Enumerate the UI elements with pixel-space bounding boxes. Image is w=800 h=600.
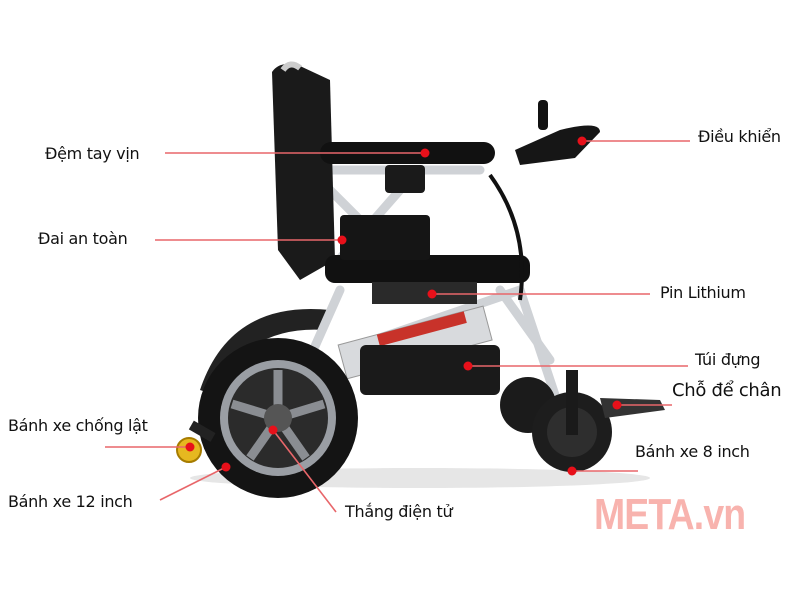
label-anti-tip-wheel: Bánh xe chống lật <box>8 416 148 435</box>
label-electromagnetic-brake: Thắng điện tử <box>345 502 453 521</box>
marker-armrest-pad <box>420 148 430 158</box>
leader-lines <box>105 140 690 513</box>
label-controller: Điều khiển <box>698 127 781 146</box>
label-armrest-pad: Đệm tay vịn <box>45 144 140 163</box>
marker-controller <box>577 136 587 146</box>
marker-anti-tip-wheel <box>185 442 195 452</box>
marker-footrest <box>612 400 622 410</box>
marker-battery <box>427 289 437 299</box>
marker-storage-bag <box>463 361 473 371</box>
label-front-wheel: Bánh xe 8 inch <box>635 442 750 461</box>
marker-rear-wheel <box>221 462 231 472</box>
label-storage-bag: Túi đựng <box>695 350 761 369</box>
watermark-logo: META.vn <box>594 490 746 539</box>
label-rear-wheel: Bánh xe 12 inch <box>8 492 133 511</box>
label-footrest: Chỗ để chân <box>672 380 782 401</box>
marker-front-wheel <box>567 466 577 476</box>
marker-brake <box>268 425 278 435</box>
leader-brake <box>272 429 337 513</box>
marker-dots <box>185 136 622 476</box>
label-battery: Pin Lithium <box>660 283 746 302</box>
leader-rear-wheel <box>159 466 227 501</box>
label-seat-belt: Đai an toàn <box>38 229 128 248</box>
marker-seat-belt <box>337 235 347 245</box>
